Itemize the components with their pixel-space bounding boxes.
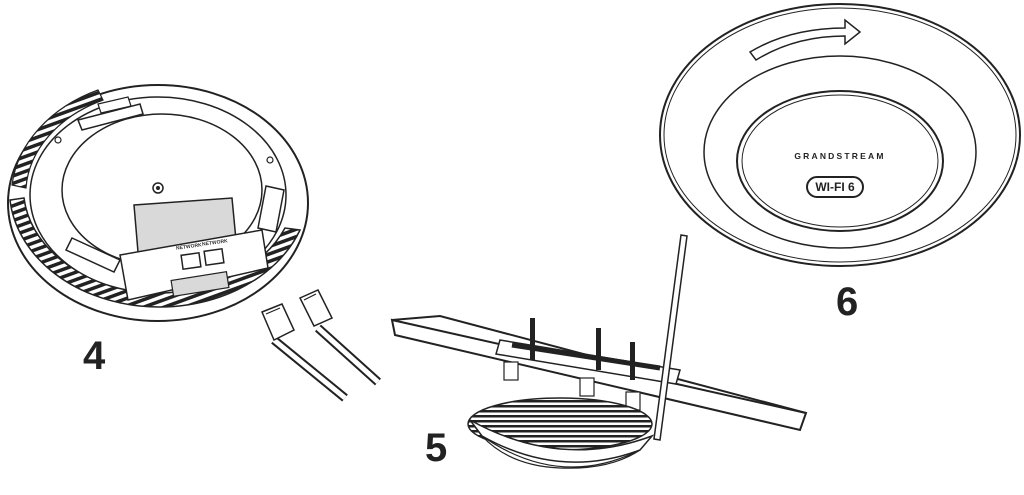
step-number-5: 5 — [425, 426, 448, 470]
ethernet-port-2 — [203, 247, 225, 267]
screw-icon — [630, 342, 635, 380]
rotate-arrow-icon — [748, 18, 862, 61]
ethernet-port-1 — [180, 251, 202, 271]
access-point-front — [659, 3, 1021, 267]
rj45-connector-icon — [298, 289, 334, 327]
brand-logo: GRANDSTREAM — [794, 151, 886, 161]
screw-icon — [596, 328, 601, 370]
ethernet-cables — [261, 289, 382, 402]
step-number-6: 6 — [836, 280, 859, 324]
rj45-connector-icon — [261, 303, 295, 342]
support-rod — [653, 234, 688, 441]
wifi6-badge: WI-FI 6 — [806, 176, 864, 198]
screw-icon — [530, 318, 535, 360]
ceiling-mounting — [390, 234, 808, 469]
access-point-underside — [7, 84, 382, 402]
step-number-4: 4 — [83, 334, 106, 378]
